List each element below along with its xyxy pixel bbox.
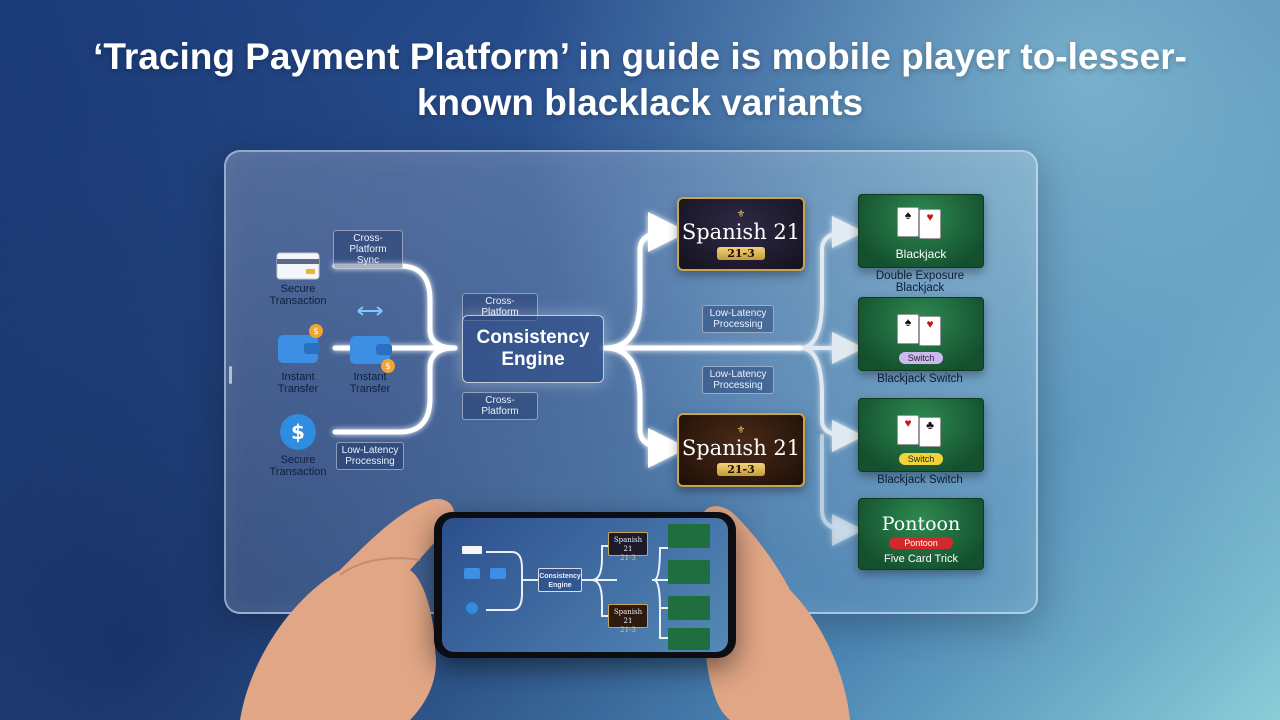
- variant-spanish21-bottom[interactable]: ⚜ Spanish 21 21-3: [677, 413, 805, 487]
- svg-text:$: $: [313, 327, 319, 337]
- switch-badge: Switch: [899, 453, 943, 465]
- playing-card-heart: ♥: [919, 209, 941, 239]
- caption-blackjack-switch-1: Blackjack Switch: [877, 373, 963, 385]
- tablet-home-button: [229, 366, 232, 384]
- playing-card-heart: ♥: [919, 316, 941, 346]
- shield-dollar-icon: $: [278, 412, 318, 457]
- flow-to-table-4: [820, 434, 864, 546]
- mini-wallet-icon: [464, 568, 480, 579]
- table-pontoon[interactable]: Pontoon Pontoon Five Card Trick: [858, 498, 984, 570]
- pontoon-badge: Pontoon: [889, 537, 953, 549]
- playing-card-spade: ♠: [897, 314, 919, 344]
- svg-text:$: $: [291, 420, 305, 444]
- playing-card-heart: ♥: [897, 415, 919, 445]
- caption-blackjack-switch-2: Blackjack Switch: [877, 474, 963, 486]
- wallet-icon: $: [276, 323, 324, 370]
- flow-to-variant-bottom: [602, 345, 688, 468]
- tag-cross-platform-bottom: Cross-Platform: [462, 392, 538, 420]
- variant-spanish21-top[interactable]: ⚜ Spanish 21 21-3: [677, 197, 805, 271]
- mini-wallet-icon: [490, 568, 506, 579]
- table-blackjack-switch-2[interactable]: ♥ ♣ Switch: [858, 398, 984, 472]
- consistency-engine-node: Consistency Engine: [462, 315, 604, 383]
- phone-mini-flows: [486, 545, 668, 639]
- mini-table-1: [668, 524, 710, 548]
- mini-table-3: [668, 596, 710, 620]
- flow-to-variant-top: [602, 212, 688, 351]
- sync-arrows-icon: [354, 304, 386, 323]
- credit-card-icon: [276, 252, 320, 285]
- playing-card-club: ♣: [919, 417, 941, 447]
- playing-card-spade: ♠: [897, 207, 919, 237]
- mini-table-2: [668, 560, 710, 584]
- switch-badge: Switch: [899, 352, 943, 364]
- left-hand: [240, 499, 454, 720]
- flow-to-table-1: [798, 216, 864, 350]
- mini-shield-icon: [466, 602, 478, 614]
- mini-table-4: [668, 628, 710, 650]
- page-title: ‘Tracing Payment Platform’ in guide is m…: [93, 36, 1187, 123]
- mini-card-icon: [462, 546, 482, 554]
- table-double-exposure[interactable]: ♠ ♥ Blackjack: [858, 194, 984, 268]
- flow-to-table-3: [798, 346, 864, 452]
- wallet-icon-2: $: [348, 326, 398, 379]
- table-blackjack-switch-1[interactable]: ♠ ♥ Switch: [858, 297, 984, 371]
- crest-icon: ⚜: [736, 208, 746, 220]
- svg-text:$: $: [385, 362, 391, 372]
- crest-icon: ⚜: [736, 424, 746, 436]
